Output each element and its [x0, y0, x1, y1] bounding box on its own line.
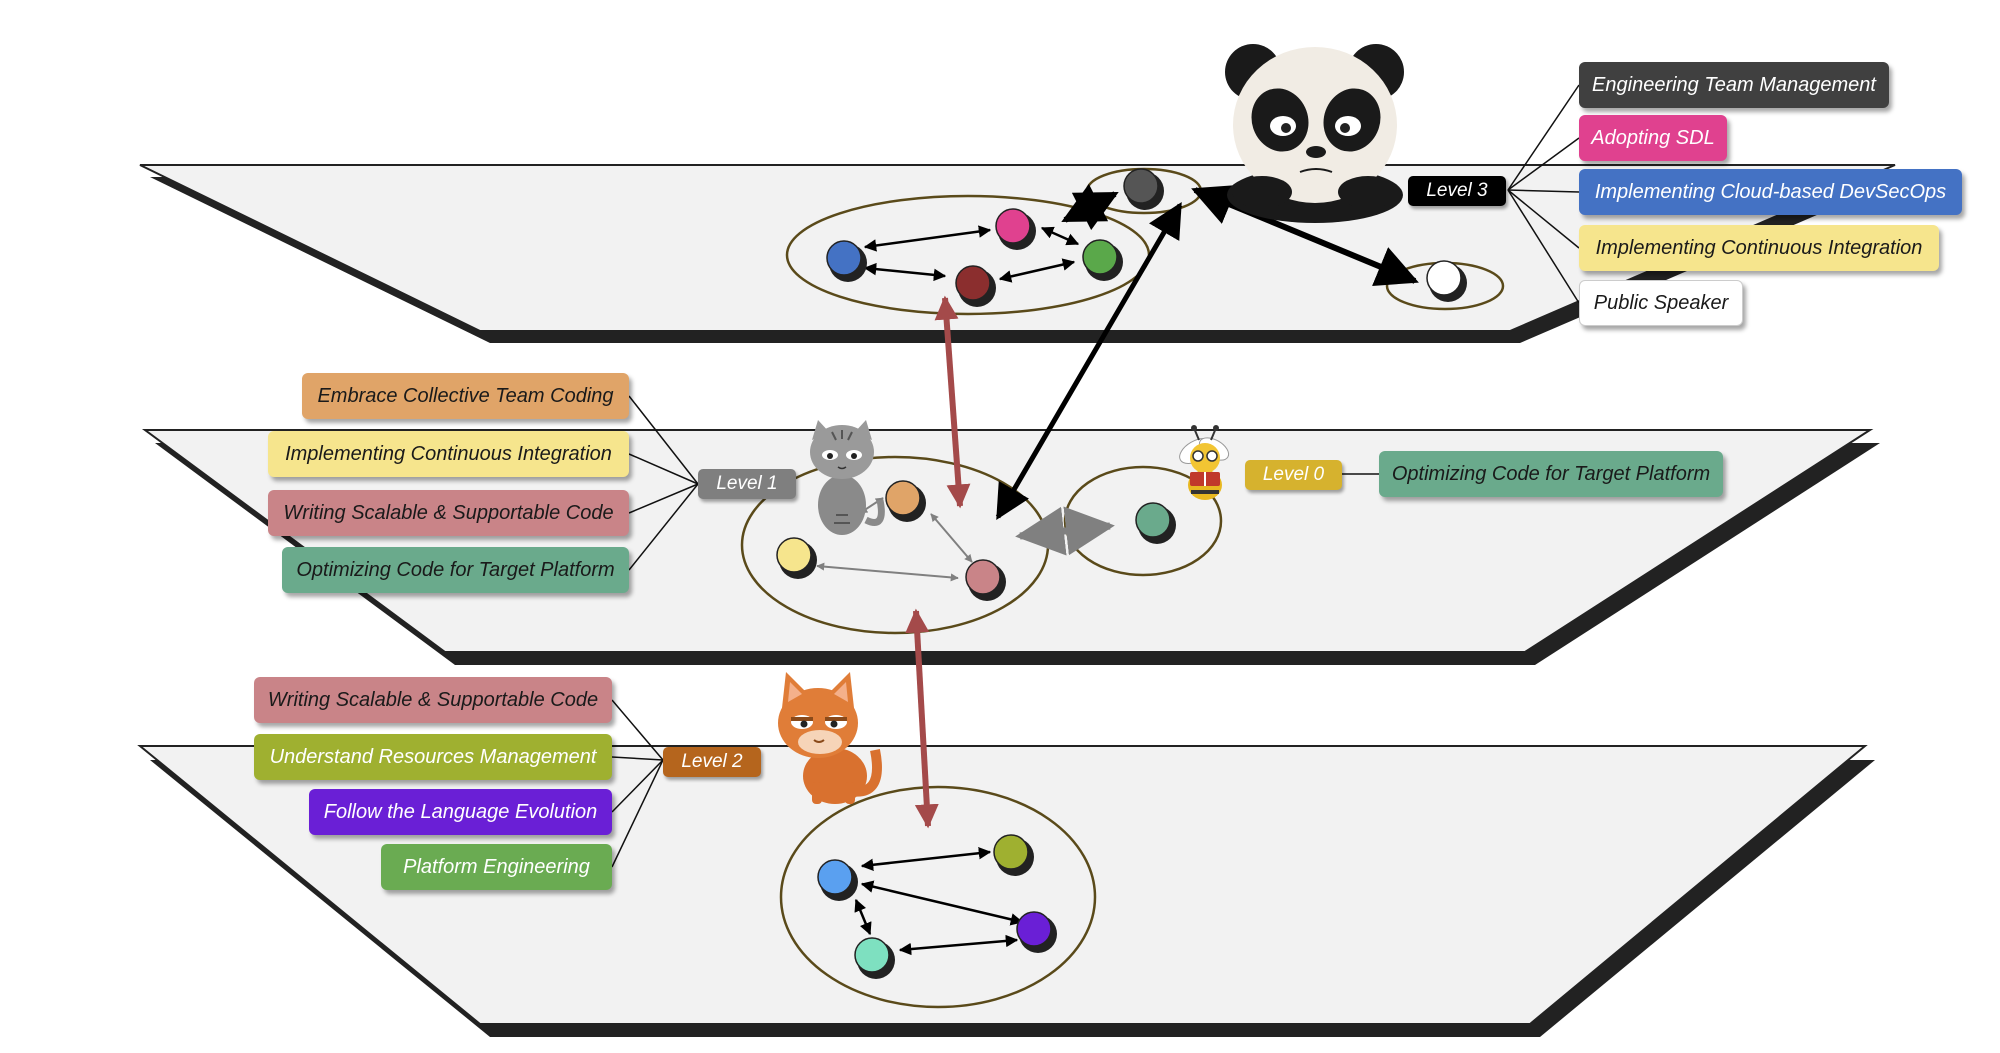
level2-skill-resources-management: Understand Resources Management: [254, 734, 612, 780]
level3-arrows: [863, 183, 1419, 521]
node-purple: [1016, 911, 1057, 953]
level3-skill-cloud-devsecops: Implementing Cloud-based DevSecOps: [1579, 169, 1962, 215]
level1-skill-collective-team-coding: Embrace Collective Team Coding: [302, 373, 629, 419]
level1-connectors: [628, 395, 699, 571]
node-yellow: [776, 537, 817, 579]
level0-skill-optimizing-code: Optimizing Code for Target Platform: [1379, 451, 1723, 497]
node-white: [1426, 260, 1467, 302]
node-olive: [993, 834, 1034, 876]
level2-skill-scalable-code: Writing Scalable & Supportable Code: [254, 677, 612, 723]
level2-skill-platform-engineering: Platform Engineering: [381, 844, 612, 890]
level0-badge: Level 0: [1245, 460, 1342, 490]
node-orange: [885, 480, 926, 522]
level2-connectors: [611, 699, 664, 868]
node-green: [1082, 239, 1123, 281]
level3-skill-adopting-sdl: Adopting SDL: [1579, 115, 1727, 161]
node-pink: [995, 208, 1036, 250]
node-gray: [1123, 168, 1164, 210]
node-blue: [826, 240, 867, 282]
panda-mascot-icon: [1225, 44, 1404, 223]
bee-mascot-icon: [1179, 425, 1230, 500]
level3-connectors: [1507, 84, 1580, 304]
level2-nodes: [817, 834, 1057, 979]
node-rose: [965, 559, 1006, 601]
level2-badge: Level 2: [663, 747, 761, 777]
level2-arrows: [854, 847, 1024, 956]
level1-skill-optimizing-code: Optimizing Code for Target Platform: [282, 547, 629, 593]
level1-nodes: [776, 480, 1176, 601]
inter-level-arrows: [905, 295, 971, 829]
orange-cat-mascot-icon: [778, 672, 882, 804]
level1-skill-continuous-integration: Implementing Continuous Integration: [268, 431, 629, 477]
level3-skill-public-speaker: Public Speaker: [1579, 280, 1743, 326]
level2-skill-language-evolution: Follow the Language Evolution: [309, 789, 612, 835]
level1-skill-scalable-code: Writing Scalable & Supportable Code: [268, 490, 629, 536]
level3-badge: Level 3: [1408, 176, 1506, 206]
level3-nodes: [826, 168, 1467, 307]
node-lightblue: [817, 859, 858, 901]
node-teal: [1135, 502, 1176, 544]
level3-skill-engineering-team-management: Engineering Team Management: [1579, 62, 1889, 108]
level3-skill-continuous-integration: Implementing Continuous Integration: [1579, 225, 1939, 271]
level1-badge: Level 1: [698, 469, 796, 499]
gray-cat-mascot-icon: [810, 420, 885, 535]
node-mint: [854, 937, 895, 979]
node-maroon: [955, 265, 996, 307]
